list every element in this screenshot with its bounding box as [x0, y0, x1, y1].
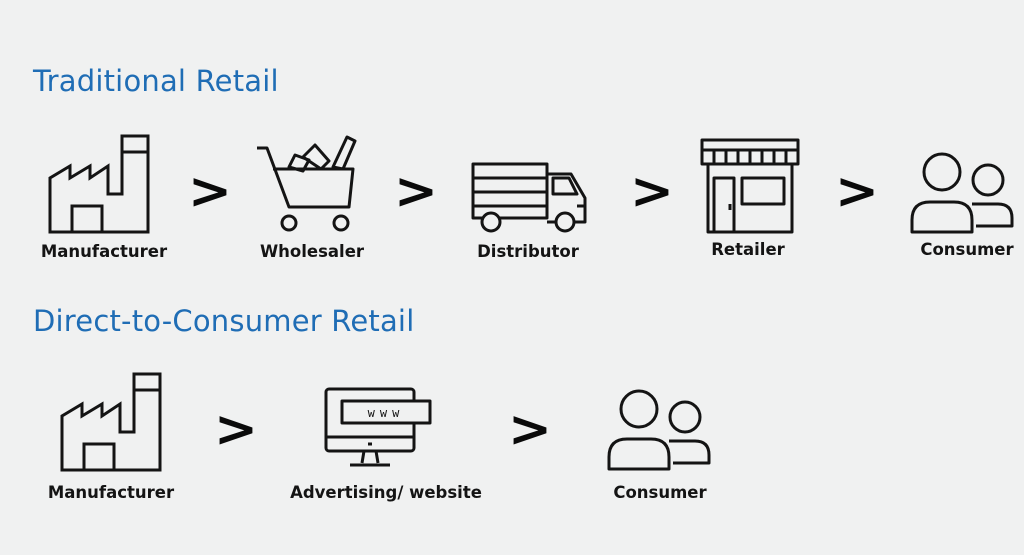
step-label: Wholesaler [259, 242, 365, 261]
flow-arrow: > [187, 162, 233, 220]
people-icon [607, 389, 711, 471]
flow-arrow: > [393, 162, 439, 220]
website-address-text: www [368, 406, 405, 420]
direct-to-consumer-heading: Direct-to-Consumer Retail [33, 304, 415, 338]
people-icon [910, 152, 1014, 234]
shopping-cart-icon [257, 135, 357, 232]
factory-icon [48, 134, 150, 234]
flow-arrow: > [834, 162, 880, 220]
step-label: Manufacturer [40, 242, 168, 261]
traditional-retail-heading: Traditional Retail [33, 64, 279, 98]
step-label: Manufacturer [47, 483, 175, 502]
step-label: Consumer [920, 240, 1014, 259]
flow-arrow: > [213, 400, 259, 458]
flow-arrow: > [507, 400, 553, 458]
storefront-icon [700, 138, 800, 234]
factory-icon [60, 372, 162, 472]
step-label: Advertising/ website [290, 483, 482, 502]
step-label: Distributor [477, 242, 579, 261]
step-label: Consumer [613, 483, 707, 502]
step-label: Retailer [711, 240, 785, 259]
computer-monitor-icon: www [324, 387, 432, 467]
flow-arrow: > [629, 162, 675, 220]
delivery-truck-icon [471, 162, 587, 233]
